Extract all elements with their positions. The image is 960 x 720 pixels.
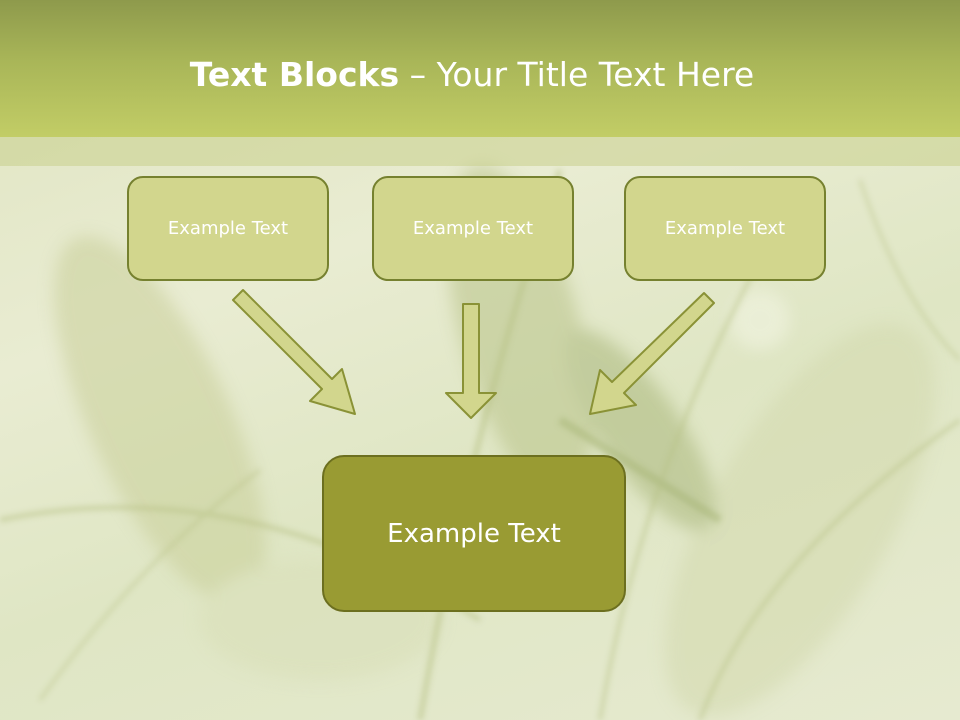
text-block-2: Example Text bbox=[372, 176, 574, 281]
arrow-center-down bbox=[445, 303, 497, 419]
text-block-1-label: Example Text bbox=[167, 218, 289, 239]
text-block-3-label: Example Text bbox=[664, 218, 786, 239]
slide-title: Text Blocks – Your Title Text Here bbox=[0, 52, 944, 98]
arrow-left-diagonal bbox=[232, 289, 356, 415]
text-block-2-label: Example Text bbox=[412, 218, 534, 239]
header-band bbox=[0, 0, 960, 137]
header-strip bbox=[0, 137, 960, 166]
main-text-block-label: Example Text bbox=[387, 518, 561, 549]
text-block-3: Example Text bbox=[624, 176, 826, 281]
main-text-block: Example Text bbox=[322, 455, 626, 612]
title-bold-text: Text Blocks bbox=[189, 55, 400, 94]
arrow-right-diagonal bbox=[589, 292, 715, 415]
title-rest-text: – Your Title Text Here bbox=[399, 55, 755, 94]
text-block-1: Example Text bbox=[127, 176, 329, 281]
